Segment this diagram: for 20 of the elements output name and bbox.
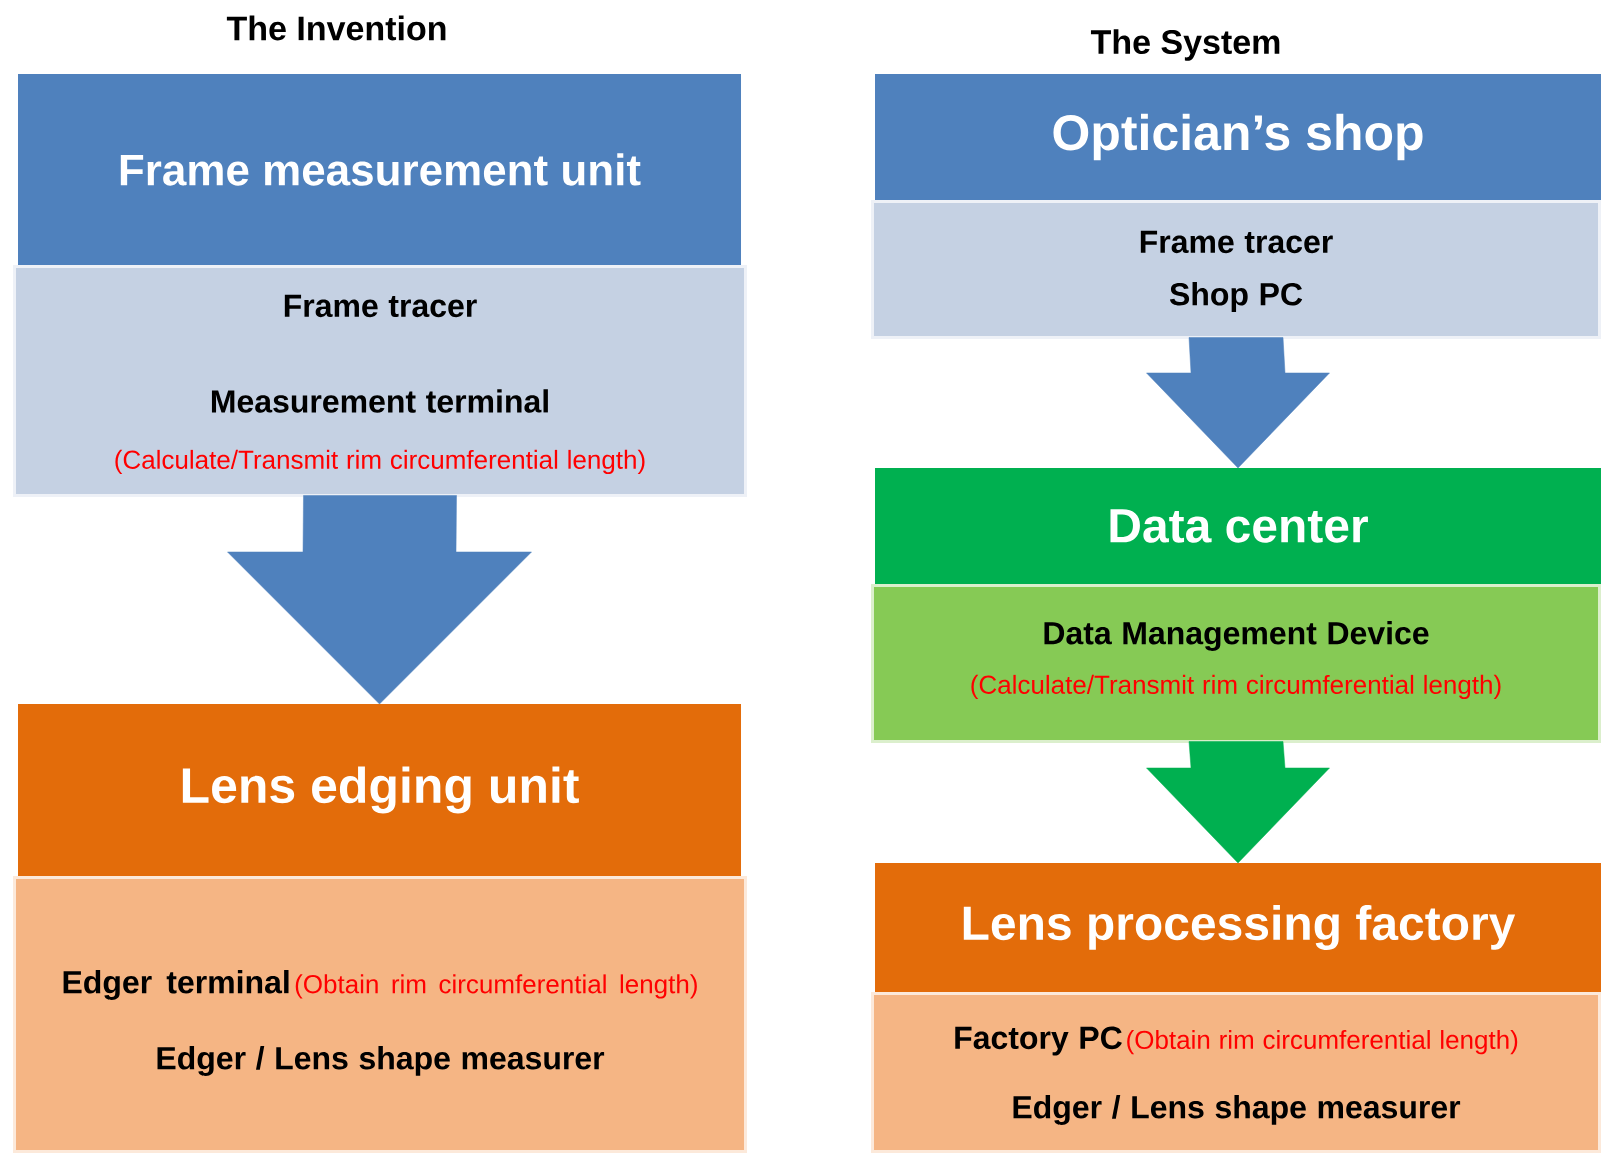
header-box: Data center: [875, 468, 1601, 584]
block-arrow: [1146, 741, 1330, 864]
header-box: Optician’s shop: [875, 74, 1601, 200]
panel-text: Edger terminal (Obtain rim circumferential length): [63, 970, 697, 1000]
column-title: The Invention: [226, 15, 446, 41]
panel-text: (Calculate/Transmit rim circumferential length): [115, 449, 645, 475]
panel-text: Measurement terminal: [211, 389, 548, 413]
block-arrow: [1146, 337, 1330, 469]
panel-text: (Calculate/Transmit rim circumferential length): [971, 674, 1501, 700]
panel-text: Factory PC (Obtain rim circumferential length): [955, 1026, 1518, 1056]
header-box: Lens edging unit: [18, 704, 741, 876]
header-box: Frame measurement unit: [18, 74, 741, 265]
panel-text: Frame tracer: [284, 294, 477, 318]
panel-text: Shop PC: [1169, 282, 1303, 312]
panel-text: Data Management Device: [1044, 621, 1429, 651]
block-arrow: [227, 495, 532, 705]
panel-text: Edger / Lens shape measurer: [157, 1046, 605, 1076]
panel-text: Frame tracer: [1140, 230, 1333, 254]
panel-text: Edger / Lens shape measurer: [1013, 1095, 1461, 1125]
header-box: Lens processing factory: [875, 863, 1601, 992]
